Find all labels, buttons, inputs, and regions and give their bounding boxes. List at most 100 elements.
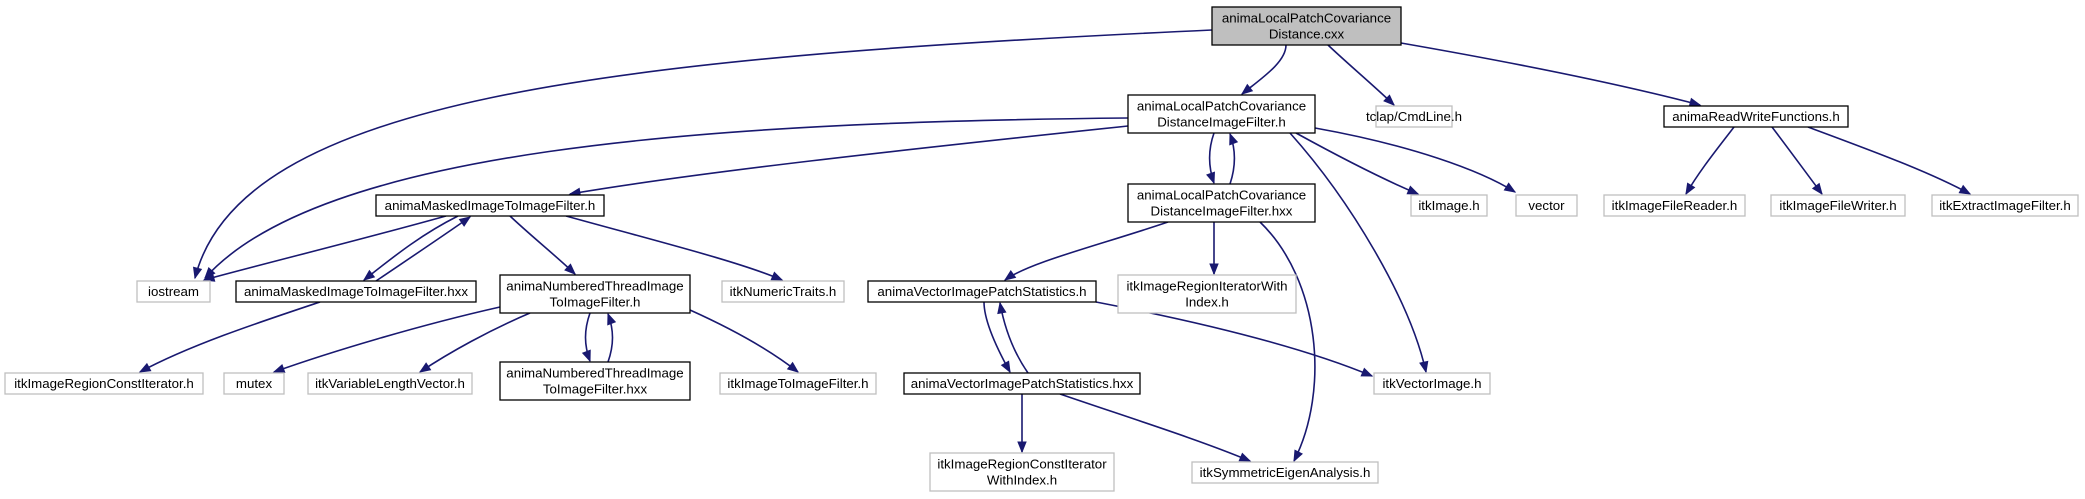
node-itkImage: itkImage.h: [1410, 194, 1488, 217]
edge-lpcdif_hxx-to-vips_h: [1003, 221, 1169, 281]
edge-rwf-to-ifr: [1685, 126, 1735, 196]
node-label: itkImageRegionConstIterator.h: [14, 376, 194, 391]
arrowhead-icon: [1406, 185, 1420, 195]
arrowhead-icon: [1209, 263, 1219, 276]
node-box: [903, 372, 1141, 395]
node-ircit: itkImageRegionConstIterator.h: [4, 372, 204, 395]
node-ifr: itkImageFileReader.h: [1603, 194, 1746, 217]
arrowhead-icon: [418, 362, 432, 373]
arrowhead-icon: [581, 349, 591, 363]
edge-mitif_h-to-mitif_hxx: [362, 215, 459, 281]
node-box: [235, 280, 477, 303]
edge-mitif_h-to-ntif_h: [509, 215, 576, 275]
edge-root-to-lpcdif_h: [1240, 44, 1287, 95]
node-label: animaVectorImagePatchStatistics.hxx: [911, 376, 1134, 391]
node-ifw: itkImageFileWriter.h: [1770, 194, 1906, 217]
node-label: animaNumberedThreadImage: [506, 279, 683, 294]
edge-vips_hxx-to-sea: [1059, 393, 1252, 462]
edge-mitif_h-to-iostream: [202, 215, 447, 282]
node-label: itkSymmetricEigenAnalysis.h: [1200, 465, 1371, 480]
node-lpcdif_h[interactable]: animaLocalPatchCovarianceDistanceImageFi…: [1127, 94, 1316, 134]
node-tclap: tclap/CmdLine.h: [1366, 105, 1462, 128]
edges-layer: [138, 29, 1972, 463]
arrowhead-icon: [1383, 94, 1395, 106]
edge-line: [194, 29, 1213, 279]
arrowhead-icon: [1688, 97, 1702, 107]
node-box: [867, 280, 1097, 303]
node-label: DistanceImageFilter.hxx: [1151, 204, 1293, 219]
edge-line: [569, 125, 1129, 195]
edge-line: [204, 117, 1129, 279]
edge-line: [419, 312, 531, 373]
arrowhead-icon: [458, 216, 472, 227]
edge-ntif_h-to-itif: [689, 309, 800, 373]
arrowhead-icon: [770, 271, 784, 281]
edge-line: [565, 215, 783, 281]
node-vecimg: itkVectorImage.h: [1373, 372, 1491, 395]
node-label: animaLocalPatchCovariance: [1222, 11, 1391, 26]
node-lpcdif_hxx[interactable]: animaLocalPatchCovarianceDistanceImageFi…: [1127, 183, 1316, 223]
node-rwf[interactable]: animaReadWriteFunctions.h: [1663, 105, 1849, 128]
arrowhead-icon: [138, 362, 152, 373]
edge-lpcdif_h-to-mitif_h: [568, 125, 1129, 197]
node-box: [721, 280, 845, 303]
node-box: [136, 280, 211, 303]
node-mitif_hxx[interactable]: animaMaskedImageToImageFilter.hxx: [235, 280, 477, 303]
node-label: ToImageFilter.hxx: [543, 382, 648, 397]
node-box: [375, 194, 605, 217]
node-vips_h[interactable]: animaVectorImagePatchStatistics.h: [867, 280, 1097, 303]
edge-mitif_hxx-to-ircit: [138, 301, 321, 373]
node-label: itkImage.h: [1418, 198, 1479, 213]
node-label: animaLocalPatchCovariance: [1137, 99, 1306, 114]
node-ntif_hxx[interactable]: animaNumberedThreadImageToImageFilter.hx…: [499, 361, 691, 401]
node-box: [1931, 194, 2079, 217]
node-mutex: mutex: [223, 372, 285, 395]
node-box: [1663, 105, 1849, 128]
edge-vips_hxx-to-vips_h: [997, 301, 1029, 374]
node-label: itkImageRegionIteratorWith: [1126, 279, 1287, 294]
node-box: [1211, 6, 1402, 46]
edge-line: [1314, 127, 1516, 193]
arrowhead-icon: [1229, 132, 1239, 146]
edge-lpcdif_h-to-lpcdif_hxx: [1206, 132, 1215, 185]
node-label: itkImageToImageFilter.h: [727, 376, 868, 391]
edge-line: [689, 309, 799, 373]
arrowhead-icon: [564, 263, 576, 275]
edge-line: [1295, 132, 1419, 195]
edge-root-to-iostream: [192, 29, 1213, 280]
node-label: animaMaskedImageToImageFilter.h: [385, 198, 596, 213]
arrowhead-icon: [607, 312, 617, 326]
node-label: itkImageFileReader.h: [1612, 198, 1738, 213]
node-label: itkVariableLengthVector.h: [315, 376, 465, 391]
nodes-layer: animaLocalPatchCovarianceDistance.cxxani…: [4, 6, 2079, 492]
node-label: DistanceImageFilter.h: [1157, 115, 1286, 130]
edge-line: [203, 215, 447, 281]
edge-ntif_h-to-mutex: [272, 306, 501, 373]
node-mitif_h[interactable]: animaMaskedImageToImageFilter.h: [375, 194, 605, 217]
arrowhead-icon: [997, 301, 1007, 315]
edge-ntif_h-to-vlv: [418, 312, 531, 373]
arrowhead-icon: [1685, 182, 1696, 196]
node-label: itkImageRegionConstIterator: [937, 457, 1107, 472]
edge-vips_hxx-to-ircitwi: [1017, 394, 1027, 454]
arrowhead-icon: [1206, 171, 1215, 185]
node-vips_hxx[interactable]: animaVectorImagePatchStatistics.hxx: [903, 372, 1141, 395]
edge-lpcdif_h-to-iostream: [204, 117, 1129, 280]
node-vlv: itkVariableLengthVector.h: [307, 372, 473, 395]
node-iostream: iostream: [136, 280, 211, 303]
node-label: Distance.cxx: [1269, 27, 1345, 42]
arrowhead-icon: [1503, 182, 1517, 193]
arrowhead-icon: [1003, 270, 1017, 281]
node-box: [1515, 194, 1578, 217]
node-box: [1373, 372, 1491, 395]
node-label: itkVectorImage.h: [1382, 376, 1481, 391]
node-box: [499, 361, 691, 401]
node-label: animaNumberedThreadImage: [506, 366, 683, 381]
edge-lpcdif_hxx-to-lpcdif_h: [1229, 132, 1239, 185]
arrowhead-icon: [192, 266, 203, 280]
edge-lpcdif_h-to-vector: [1314, 127, 1517, 193]
edge-root-to-tclap: [1327, 44, 1395, 106]
edge-rwf-to-ifw: [1771, 126, 1823, 196]
